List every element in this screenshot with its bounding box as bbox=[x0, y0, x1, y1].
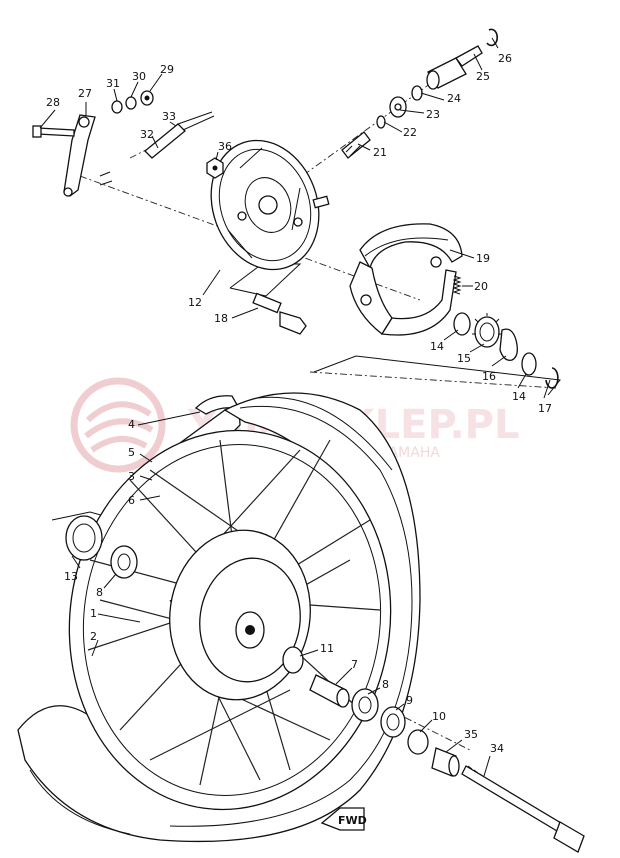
collar-35 bbox=[431, 747, 460, 777]
circlip-17 bbox=[545, 367, 559, 389]
callout-2: 2 bbox=[90, 630, 97, 643]
callout-12: 12 bbox=[188, 296, 202, 309]
bushing-23 bbox=[389, 96, 407, 118]
oil-seal-13 bbox=[65, 515, 103, 561]
callout-23: 23 bbox=[426, 108, 440, 121]
callout-3: 3 bbox=[128, 470, 135, 483]
callout-30: 30 bbox=[132, 70, 146, 83]
callout-13: 13 bbox=[64, 570, 78, 583]
speedo-gear-21 bbox=[341, 131, 371, 159]
callout-19: 19 bbox=[476, 252, 490, 265]
callout-6: 6 bbox=[128, 494, 135, 507]
fwd-arrow: FWD bbox=[320, 807, 367, 831]
nut-36 bbox=[206, 157, 224, 179]
fwd-label: FWD bbox=[338, 814, 367, 827]
gear-15 bbox=[472, 313, 502, 348]
hub-1 bbox=[169, 529, 311, 701]
callout-16: 16 bbox=[482, 370, 496, 383]
callout-5: 5 bbox=[128, 446, 135, 459]
oil-seal-24 bbox=[411, 85, 423, 101]
brake-backing-plate bbox=[210, 139, 330, 271]
axle-34 bbox=[461, 765, 585, 853]
speedo-housing-25 bbox=[426, 45, 483, 90]
spacer-7 bbox=[309, 674, 350, 708]
ring-14b bbox=[521, 352, 537, 376]
callout-33: 33 bbox=[162, 110, 176, 123]
oil-seal-9 bbox=[380, 706, 406, 738]
bearing-8a bbox=[110, 545, 138, 579]
callout-22: 22 bbox=[403, 126, 417, 139]
callout-36: 36 bbox=[218, 140, 232, 153]
spacer-11 bbox=[282, 646, 304, 674]
callout-27: 27 bbox=[78, 87, 92, 100]
callout-31: 31 bbox=[106, 77, 120, 90]
callout-21: 21 bbox=[373, 146, 387, 159]
collar-10 bbox=[407, 729, 429, 755]
watermark-logo-icon bbox=[70, 377, 166, 473]
cam-shaft-32-33 bbox=[144, 111, 215, 159]
callout-14a: 14 bbox=[430, 340, 444, 353]
callout-11: 11 bbox=[320, 642, 334, 655]
callout-17: 17 bbox=[538, 402, 552, 415]
valve-18 bbox=[252, 292, 307, 335]
spring-20 bbox=[452, 275, 462, 295]
callout-34: 34 bbox=[490, 742, 504, 755]
circlip-26 bbox=[486, 28, 499, 47]
leader-lines bbox=[39, 37, 551, 777]
brake-shoes-19 bbox=[349, 223, 463, 336]
callout-14b: 14 bbox=[512, 390, 526, 403]
wheel-rim-and-spokes bbox=[68, 429, 392, 811]
retainer-16 bbox=[499, 328, 518, 361]
ring-14a bbox=[453, 312, 471, 336]
washers-29-31 bbox=[111, 90, 154, 114]
washer-22 bbox=[376, 115, 386, 129]
callout-24: 24 bbox=[447, 92, 461, 105]
callout-32: 32 bbox=[140, 128, 154, 141]
callout-8b: 8 bbox=[382, 678, 389, 691]
callout-26: 26 bbox=[498, 52, 512, 65]
brake-arm bbox=[32, 114, 113, 197]
callout-1: 1 bbox=[90, 607, 97, 620]
callout-20: 20 bbox=[474, 280, 488, 293]
callout-29: 29 bbox=[160, 63, 174, 76]
callout-15: 15 bbox=[457, 352, 471, 365]
callout-35: 35 bbox=[464, 728, 478, 741]
callout-8a: 8 bbox=[96, 586, 103, 599]
callout-28: 28 bbox=[46, 96, 60, 109]
callout-labels: 1 2 3 4 5 6 7 8 8 9 10 11 12 13 14 14 15… bbox=[46, 52, 552, 755]
callout-25: 25 bbox=[476, 70, 490, 83]
callout-18: 18 bbox=[214, 312, 228, 325]
callout-9: 9 bbox=[406, 694, 413, 707]
callout-10: 10 bbox=[432, 710, 446, 723]
bearing-8b bbox=[351, 688, 379, 722]
callout-7: 7 bbox=[351, 658, 358, 671]
callout-4: 4 bbox=[128, 418, 135, 431]
